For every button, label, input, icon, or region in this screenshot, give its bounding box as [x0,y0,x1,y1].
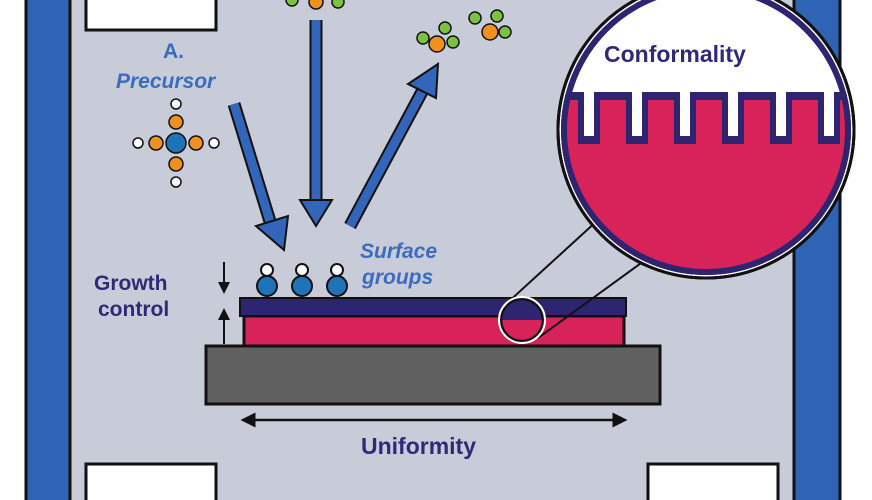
growth-control-label-line1: Growth [94,272,168,295]
magnifier-circle-icon [498,296,546,344]
precursor-molecule-icon [132,98,220,188]
conformality-label: Conformality [604,41,746,67]
outgoing-byproduct-arrow [344,62,440,230]
growth-control-label-line2: control [98,298,169,321]
zoom-line-upper [505,219,599,305]
precursor-label: Precursor [116,70,217,93]
substrate [242,314,626,348]
uniformity-label: Uniformity [361,433,476,459]
byproduct-molecule-icon [416,21,460,53]
byproduct-molecule-icon [285,0,345,10]
port-bottom-right [646,462,780,500]
port-top-left [84,0,218,32]
incoming-precursor-arrow [227,102,290,252]
surface-groups-label-line2: groups [361,266,433,289]
port-bottom-left [84,462,218,500]
zoom-line-lower [537,257,649,339]
surface-group-icon [256,263,278,297]
chamber-wall-left [24,0,72,500]
deposited-film [239,297,627,317]
incoming-reactant-arrow [298,20,334,228]
surface-group-icon [326,263,348,297]
surface-groups-label-line1: Surface [360,240,437,263]
byproduct-molecule-icon [468,9,512,41]
conformality-zoom-panel [556,0,856,280]
precursor-letter-label: A. [163,40,184,63]
surface-group-icon [291,263,313,297]
substrate-stage [204,344,662,406]
